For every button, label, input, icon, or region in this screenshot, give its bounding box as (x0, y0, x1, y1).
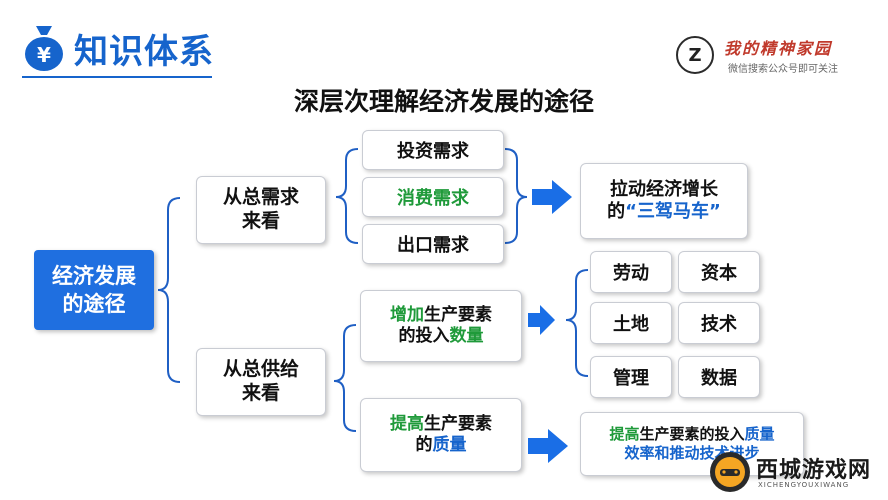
watermark-sub: XICHENGYOUXIWANG (758, 481, 850, 489)
consumption-demand-node: 消费需求 (362, 177, 504, 217)
arrow-quality (528, 429, 568, 463)
yen-glyph: ¥ (37, 43, 51, 67)
logo-letter: Z (688, 44, 702, 66)
factor-labor: 劳动 (590, 251, 672, 293)
brace-factors (565, 269, 589, 377)
diagram-title: 深层次理解经济发展的途径 (293, 87, 594, 116)
troika-line2b: “三驾马车” (625, 201, 721, 222)
header-underline (22, 76, 212, 78)
header-badge: ¥ (22, 22, 66, 72)
header-title: 知识体系 (74, 32, 214, 72)
quantity-node: 增加生产要素 的投入数量 (360, 290, 522, 362)
root-node: 经济发展 的途径 (34, 250, 154, 330)
quality-node: 提高生产要素 的质量 (360, 398, 522, 472)
brand-name: 我的精神家园 (724, 39, 833, 58)
root-line1: 经济发展 (52, 263, 136, 288)
eff-quality: 质量 (744, 425, 775, 444)
qty-increase: 增加 (390, 304, 424, 325)
eff-improve: 提高 (609, 425, 640, 444)
brace-demand-right (504, 148, 528, 244)
arrow-quantity (528, 305, 555, 335)
factor-capital: 资本 (678, 251, 760, 293)
export-demand-node: 出口需求 (362, 224, 504, 264)
arrows (528, 180, 572, 463)
supply-line1: 从总供给 (222, 358, 299, 381)
brand-subtext: 微信搜索公众号即可关注 (728, 64, 838, 75)
factor-land: 土地 (590, 302, 672, 344)
qty-input: 的投入 (398, 326, 450, 346)
supply-line2: 来看 (241, 382, 280, 404)
demand-line2: 来看 (241, 210, 280, 232)
supply-node: 从总供给 来看 (196, 348, 326, 416)
watermark: 西城游戏网 XICHENGYOUXIWANG (708, 448, 884, 496)
watermark-name: 西城游戏网 (756, 458, 872, 483)
efficiency-node: 提高生产要素的投入质量 效率和推动技术进步 (580, 412, 804, 476)
brace-root (157, 197, 181, 383)
brand-logo: Z (676, 36, 714, 74)
factor-management: 管理 (590, 356, 672, 398)
eff-factors: 生产要素的投入 (639, 425, 745, 444)
qty-factors: 生产要素 (424, 304, 492, 325)
qty-amount: 数量 (449, 326, 484, 346)
money-bag-icon: ¥ (25, 26, 63, 71)
brace-supply (333, 324, 357, 432)
arrow-demand (532, 180, 572, 214)
troika-line1: 拉动经济增长 (609, 178, 718, 200)
qual-of: 的 (415, 435, 433, 455)
root-line2: 的途径 (62, 292, 126, 316)
game-controller-icon (710, 452, 750, 492)
demand-line1: 从总需求 (222, 186, 299, 209)
factor-data: 数据 (678, 356, 760, 398)
demand-node: 从总需求 来看 (196, 176, 326, 244)
troika-node: 拉动经济增长 的“三驾马车” (580, 163, 748, 239)
investment-demand-node: 投资需求 (362, 130, 504, 170)
troika-line2a: 的 (607, 201, 626, 222)
qual-factors: 生产要素 (424, 413, 492, 434)
qual-quality: 质量 (432, 435, 467, 455)
brace-demand (335, 148, 359, 244)
qual-improve: 提高 (390, 413, 424, 434)
factor-technology: 技术 (678, 302, 760, 344)
